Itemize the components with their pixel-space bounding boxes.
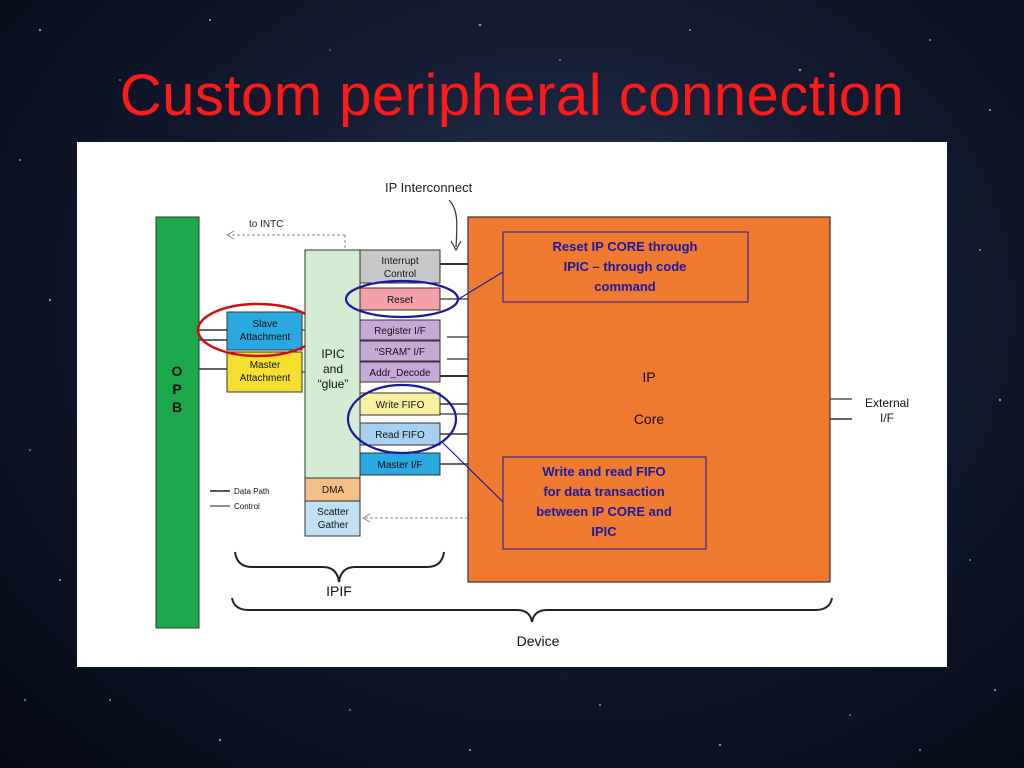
scatter-gather-line2: Gather	[318, 520, 349, 531]
reset-callout-pointer	[456, 271, 504, 301]
interrupt-control-box	[359, 249, 441, 284]
slave-attachment-box	[226, 311, 303, 351]
addr-decode-box	[359, 361, 441, 383]
sram-if-box	[359, 340, 441, 362]
interrupt-control-line2: Control	[384, 269, 416, 280]
legend-control: Control	[234, 502, 260, 511]
slave-attachment-line2: Attachment	[240, 332, 291, 343]
external-if-line1: External	[865, 396, 909, 410]
ipif-brace	[234, 551, 445, 583]
scatter-gather-box	[304, 500, 361, 537]
ipic-label-line2: and	[323, 362, 343, 376]
reset-callout-line1: Reset IP CORE through	[553, 239, 698, 254]
register-if-box	[359, 319, 441, 341]
external-if-line2: I/F	[880, 411, 894, 425]
ipic-label-line3: “glue”	[318, 377, 349, 391]
ipic-label-line1: IPIC	[321, 347, 345, 361]
fifo-callout-line3: between IP CORE and	[536, 504, 672, 519]
master-attachment-line2: Attachment	[240, 373, 291, 384]
fifo-callout-box	[502, 456, 707, 550]
scatter-gather-line1: Scatter	[317, 507, 349, 518]
opb-letter-o: O	[172, 363, 183, 379]
read-fifo-label: Read FIFO	[375, 430, 425, 441]
fifo-highlight-ellipse	[346, 383, 458, 455]
diagram-panel: IP Interconnect to INTC O P B Slave Atta…	[77, 142, 947, 667]
reset-callout-line3: command	[594, 279, 655, 294]
opb-letter-p: P	[172, 381, 181, 397]
reset-callout-box	[502, 231, 749, 303]
fifo-callout-line2: for data transaction	[543, 484, 664, 499]
ip-interconnect-label: IP Interconnect	[385, 180, 473, 195]
master-if-label: Master I/F	[377, 460, 422, 471]
fifo-callout-pointer	[441, 441, 504, 503]
ipif-label: IPIF	[326, 583, 352, 599]
opb-bus	[155, 216, 200, 629]
sram-if-label: “SRAM” I/F	[375, 347, 425, 358]
interrupt-control-line1: Interrupt	[381, 256, 418, 267]
device-brace	[231, 597, 833, 623]
reset-label: Reset	[387, 295, 413, 306]
ip-core-line2: Core	[634, 411, 665, 427]
master-attachment-box	[226, 351, 303, 393]
fifo-callout-line1: Write and read FIFO	[542, 464, 665, 479]
write-fifo-label: Write FIFO	[376, 400, 425, 411]
dma-label: DMA	[322, 485, 345, 496]
to-intc-label: to INTC	[249, 219, 283, 230]
ip-core-line1: IP	[642, 369, 655, 385]
register-if-label: Register I/F	[374, 326, 426, 337]
reset-callout-line2: IPIC – through code	[564, 259, 687, 274]
fifo-callout-line4: IPIC	[591, 524, 617, 539]
opb-letter-b: B	[172, 399, 182, 415]
legend-data-path: Data Path	[234, 487, 270, 496]
ipic-glue-box	[304, 249, 361, 479]
ip-interconnect-arrow	[448, 199, 458, 248]
master-attachment-line1: Master	[250, 360, 281, 371]
addr-decode-label: Addr_Decode	[369, 368, 431, 379]
slave-attachment-line1: Slave	[252, 319, 277, 330]
device-label: Device	[517, 633, 560, 649]
ipif-block-diagram: IP Interconnect to INTC O P B Slave Atta…	[155, 180, 909, 649]
slide-title: Custom peripheral connection	[119, 63, 905, 128]
